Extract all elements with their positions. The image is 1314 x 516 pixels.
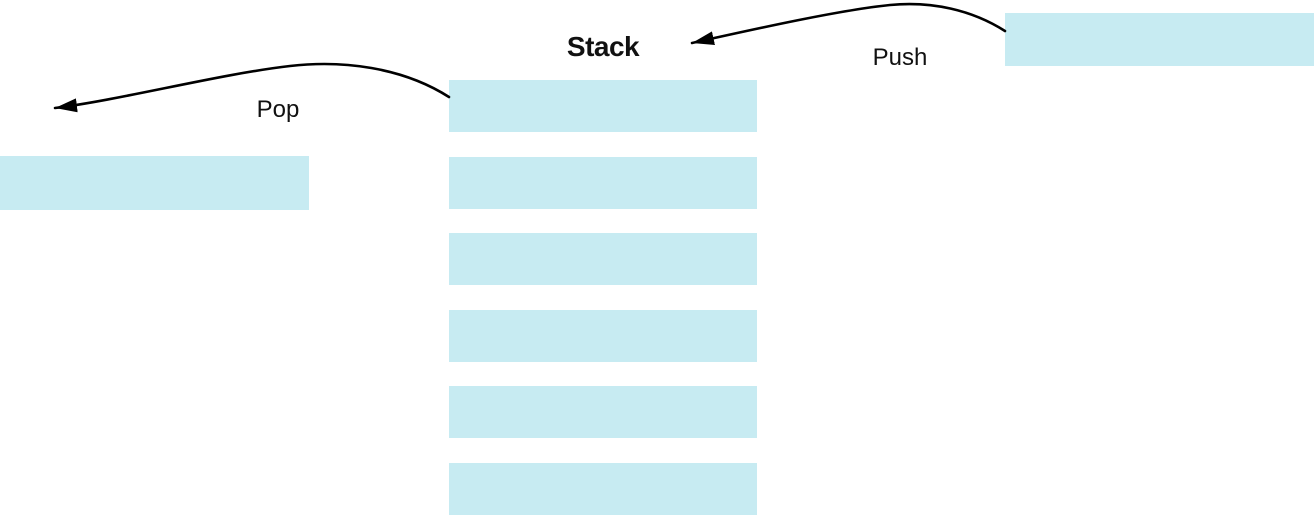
stack-item xyxy=(449,309,757,362)
stack-item xyxy=(449,156,757,209)
stack-item xyxy=(449,386,757,439)
pushed-item xyxy=(1005,13,1314,66)
stack-item xyxy=(449,233,757,286)
diagram-title: Stack xyxy=(566,31,640,62)
stack-items xyxy=(449,80,757,515)
stack-item xyxy=(449,462,757,515)
push-label: Push xyxy=(872,44,928,71)
pop-label: Pop xyxy=(256,96,300,123)
stack-item xyxy=(449,80,757,132)
popped-item xyxy=(0,156,309,210)
